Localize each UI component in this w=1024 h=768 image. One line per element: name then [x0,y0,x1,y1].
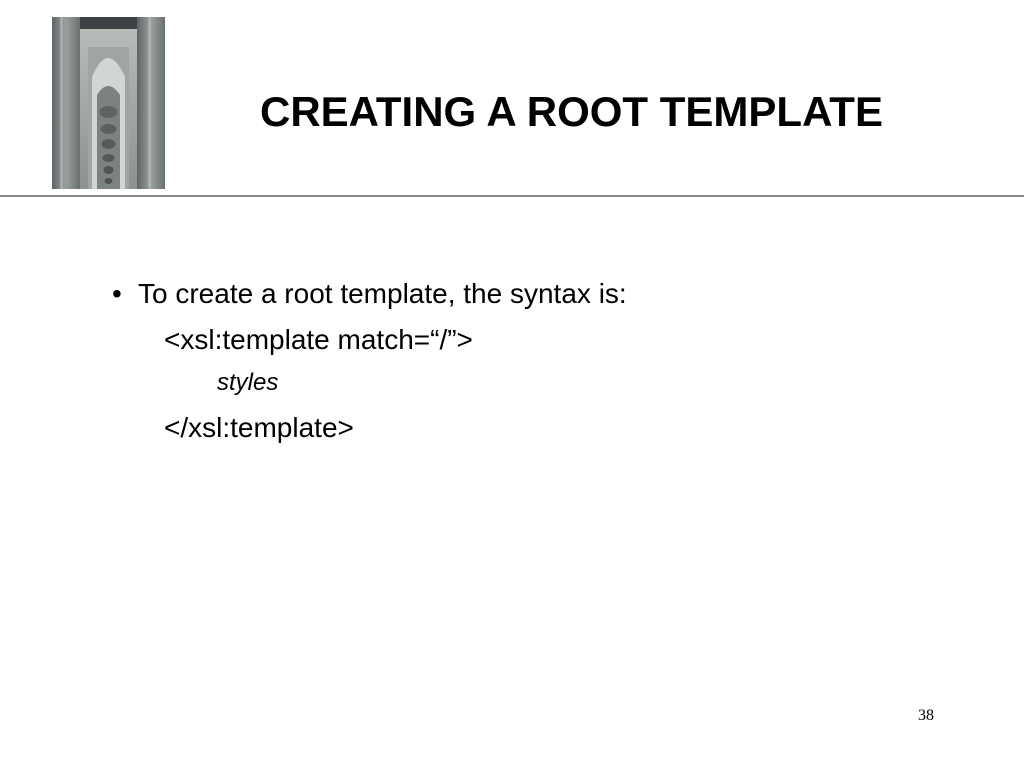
page-number: 38 [918,707,934,724]
slide-content: • To create a root template, the syntax … [112,276,972,446]
title-divider [0,195,1024,197]
bullet-item: • To create a root template, the syntax … [112,276,972,312]
bridge-arches-photo [52,17,165,189]
bullet-icon: • [112,278,122,309]
code-open-tag: <xsl:template match=“/”> [164,324,473,355]
code-placeholder: styles [217,369,279,396]
slide-title: CREATING A ROOT TEMPLATE [260,88,883,135]
bullet-text: To create a root template, the syntax is… [138,278,627,309]
code-close-tag: </xsl:template> [164,412,354,443]
